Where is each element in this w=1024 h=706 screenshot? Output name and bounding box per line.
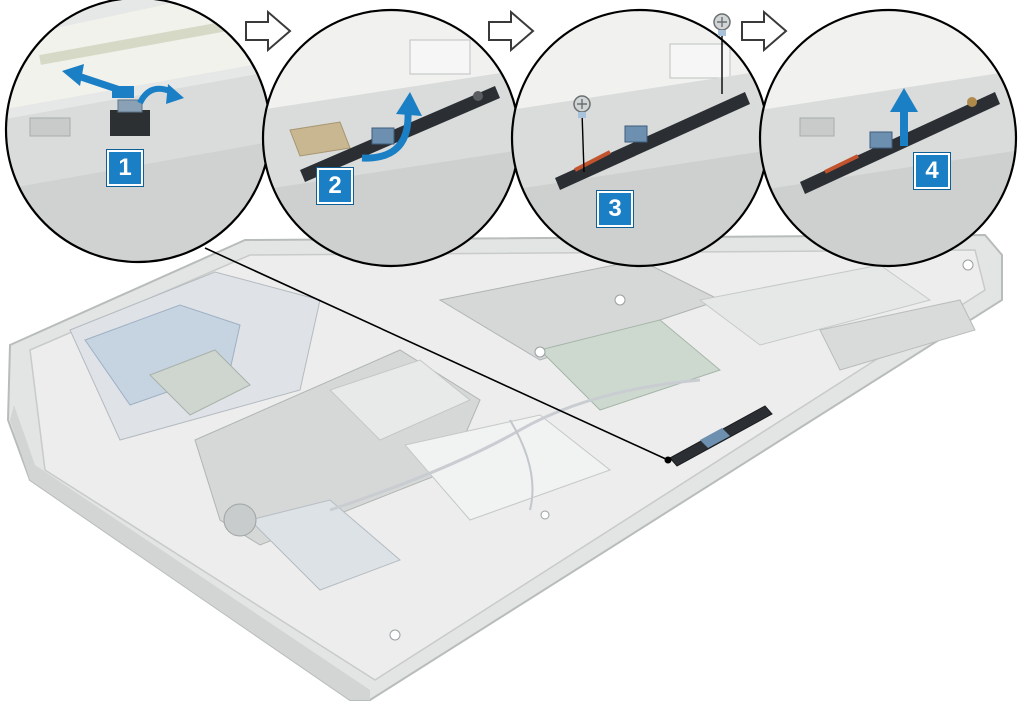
flow-arrow-icon — [741, 9, 788, 53]
screw-icon — [713, 13, 731, 94]
rotate-arrow-icon — [137, 84, 184, 105]
callout-step-2 — [261, 8, 521, 268]
step-badge-4: 4 — [914, 153, 950, 189]
step-badge-1: 1 — [107, 150, 143, 186]
laptop-base — [6, 233, 1003, 701]
flow-arrow-icon — [488, 9, 535, 53]
callout-step-1 — [4, 0, 272, 264]
callout-step-3 — [510, 8, 770, 268]
lift-arrow-icon — [890, 88, 918, 146]
step-badge-3: 3 — [597, 191, 633, 227]
flow-arrow-icon — [245, 9, 292, 53]
lift-arrow-icon — [361, 92, 422, 162]
callout-step-4 — [758, 8, 1018, 268]
step-badge-2: 2 — [317, 168, 353, 204]
leader-line — [204, 247, 672, 464]
pull-arrow-icon — [62, 64, 122, 94]
screw-icon — [573, 95, 591, 173]
